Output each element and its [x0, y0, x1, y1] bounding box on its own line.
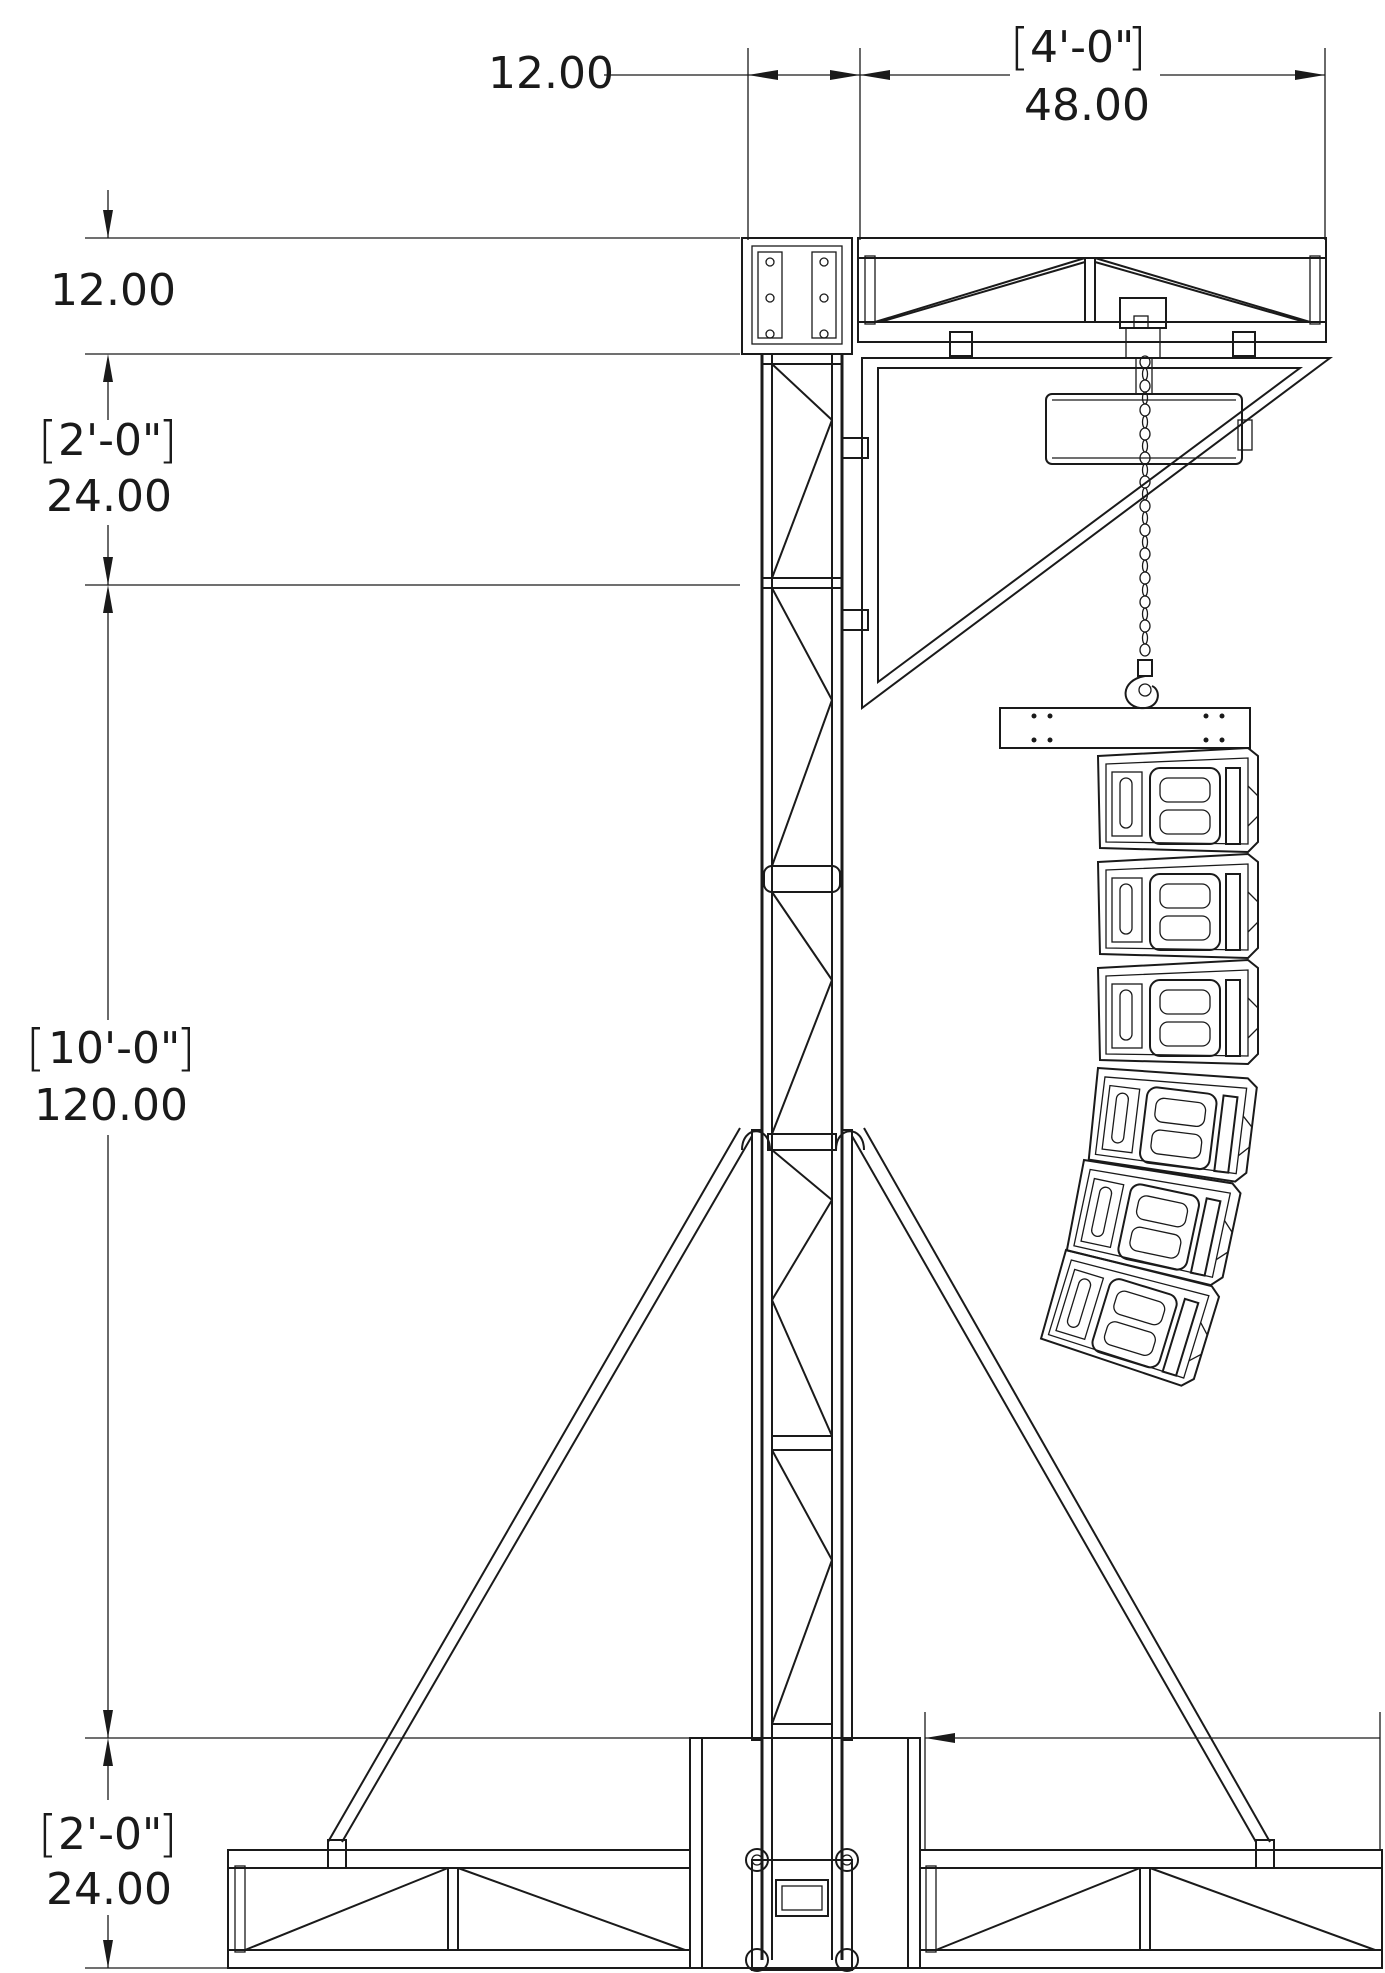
- speaker-cabinet-icon: [1097, 959, 1259, 1065]
- dim-left-mid-feet: 2'-0": [58, 415, 162, 466]
- dim-left-mid-value: 24.00: [46, 471, 172, 522]
- chain-link: [1141, 439, 1149, 453]
- chain-link: [1141, 559, 1149, 573]
- top-horizontal-truss: [741, 237, 1327, 359]
- chain-link: [1139, 403, 1151, 417]
- chain-link: [1141, 415, 1149, 429]
- truss-tower-icon: [741, 353, 869, 1960]
- hook-icon: [1124, 659, 1159, 710]
- speaker-cabinet-icon: [1063, 1151, 1244, 1289]
- chain-link: [1139, 475, 1151, 489]
- dim-left-main-bracket-left: [: [26, 1019, 46, 1077]
- dim-left-base-bracket-left: [: [38, 1805, 58, 1863]
- chain-hoist-icon: [1045, 355, 1253, 710]
- chain-link: [1141, 583, 1149, 597]
- dim-top-span-bracket-left: [: [1010, 18, 1030, 76]
- dim-left-main-feet: 10'-0": [48, 1023, 180, 1074]
- chain-link: [1139, 595, 1151, 609]
- dim-top-span-bracket-right: ]: [1127, 18, 1147, 76]
- dim-left-base-value: 24.00: [46, 1864, 172, 1915]
- chain-link: [1139, 523, 1151, 537]
- chain-link: [1141, 367, 1149, 381]
- chain-link: [1139, 427, 1151, 441]
- dim-left-mid-bracket-right: ]: [158, 411, 178, 469]
- dim-left-top-value: 12.00: [50, 265, 176, 316]
- chain-link: [1139, 619, 1151, 633]
- dim-top-offset-value: 12.00: [488, 48, 614, 99]
- dim-left-base-bracket-right: ]: [158, 1805, 178, 1863]
- dim-top-span-feet: 4'-0": [1030, 22, 1134, 73]
- speaker-cabinet-icon: [1097, 853, 1259, 959]
- line-array-speakers: [1036, 747, 1259, 1390]
- dimension-lines: [85, 48, 1381, 1969]
- chain-link: [1139, 643, 1151, 657]
- dimension-labels: 12.00 [ 4'-0" ] 48.00 12.00 [ 2'-0" ] 24…: [26, 18, 1150, 1915]
- dim-top-span-value: 48.00: [1024, 80, 1150, 131]
- dim-left-base-feet: 2'-0": [58, 1809, 162, 1860]
- speaker-cabinet-icon: [1097, 747, 1259, 853]
- dim-left-mid-bracket-left: [: [38, 411, 58, 469]
- ground-base: [227, 1737, 1383, 1972]
- chain-link: [1141, 463, 1149, 477]
- chain-link: [1139, 499, 1151, 513]
- outrigger-legs: [327, 1127, 1275, 1869]
- chain-link: [1141, 631, 1149, 645]
- chain-link: [1141, 607, 1149, 621]
- dim-left-main-value: 120.00: [34, 1080, 188, 1131]
- chain-link: [1139, 379, 1151, 393]
- chain-link: [1141, 511, 1149, 525]
- fly-bar: [999, 707, 1251, 749]
- cantilever-bracket: [861, 357, 1334, 710]
- speaker-cabinet-icon: [1036, 1241, 1223, 1390]
- dim-left-main-bracket-right: ]: [176, 1019, 196, 1077]
- chain-link: [1141, 535, 1149, 549]
- chain-link: [1139, 571, 1151, 585]
- chain-link: [1139, 547, 1151, 561]
